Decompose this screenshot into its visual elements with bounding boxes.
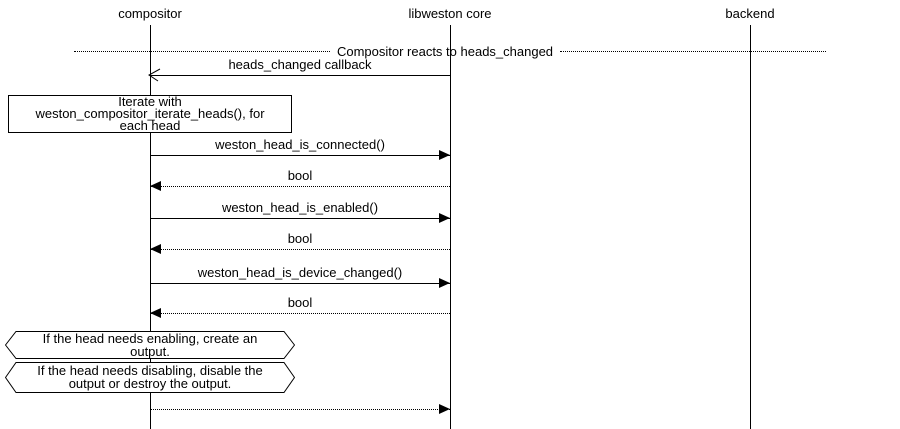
arrowhead-left-icon (150, 181, 161, 191)
divider-line-left (74, 51, 330, 52)
condition-line: If the head needs enabling, create an (42, 331, 258, 346)
arrowhead-right-icon (439, 150, 450, 160)
divider-line-right (560, 51, 826, 52)
message-line (150, 249, 450, 250)
arrowhead-right-icon (439, 213, 450, 223)
lifeline-compositor (150, 25, 151, 429)
note-line: each head (119, 118, 181, 133)
divider-label: Compositor reacts to heads_changed (336, 44, 554, 59)
message-label: weston_head_is_device_changed() (197, 265, 403, 280)
participant-label-backend: backend (725, 6, 775, 21)
message-line (150, 218, 450, 219)
hexagon-shape (5, 362, 295, 393)
condition-line: output. (130, 344, 170, 359)
participant-label-compositor: compositor (118, 6, 182, 21)
message-line (150, 313, 450, 314)
message-line (150, 155, 450, 156)
message-label: bool (287, 231, 313, 246)
message-label: weston_head_is_enabled() (221, 200, 379, 215)
message-line (150, 409, 450, 410)
message-label: heads_changed callback (228, 57, 372, 72)
hexagon-shape (5, 331, 295, 359)
lifeline-libweston-core (450, 25, 451, 429)
note-line: weston_compositor_iterate_heads(), for (35, 106, 265, 121)
condition-enable-output: If the head needs enabling, create an ou… (5, 331, 295, 359)
message-label: bool (287, 168, 313, 183)
message-label: bool (287, 295, 313, 310)
condition-line: If the head needs disabling, disable the (37, 363, 263, 378)
message-line (150, 283, 450, 284)
arrowhead-right-icon (439, 278, 450, 288)
arrowhead-right-icon (439, 404, 450, 414)
open-arrowhead-left-icon (148, 68, 161, 82)
condition-disable-output: If the head needs disabling, disable the… (5, 362, 295, 393)
message-line (150, 186, 450, 187)
arrowhead-left-icon (150, 244, 161, 254)
message-label: weston_head_is_connected() (215, 137, 385, 152)
participant-label-libweston-core: libweston core (408, 6, 492, 21)
message-line (150, 75, 450, 76)
condition-line: output or destroy the output. (68, 376, 232, 391)
lifeline-backend (750, 25, 751, 429)
note-iterate-heads: Iterate with weston_compositor_iterate_h… (8, 95, 292, 133)
arrowhead-left-icon (150, 308, 161, 318)
note-line: Iterate with (118, 94, 182, 109)
